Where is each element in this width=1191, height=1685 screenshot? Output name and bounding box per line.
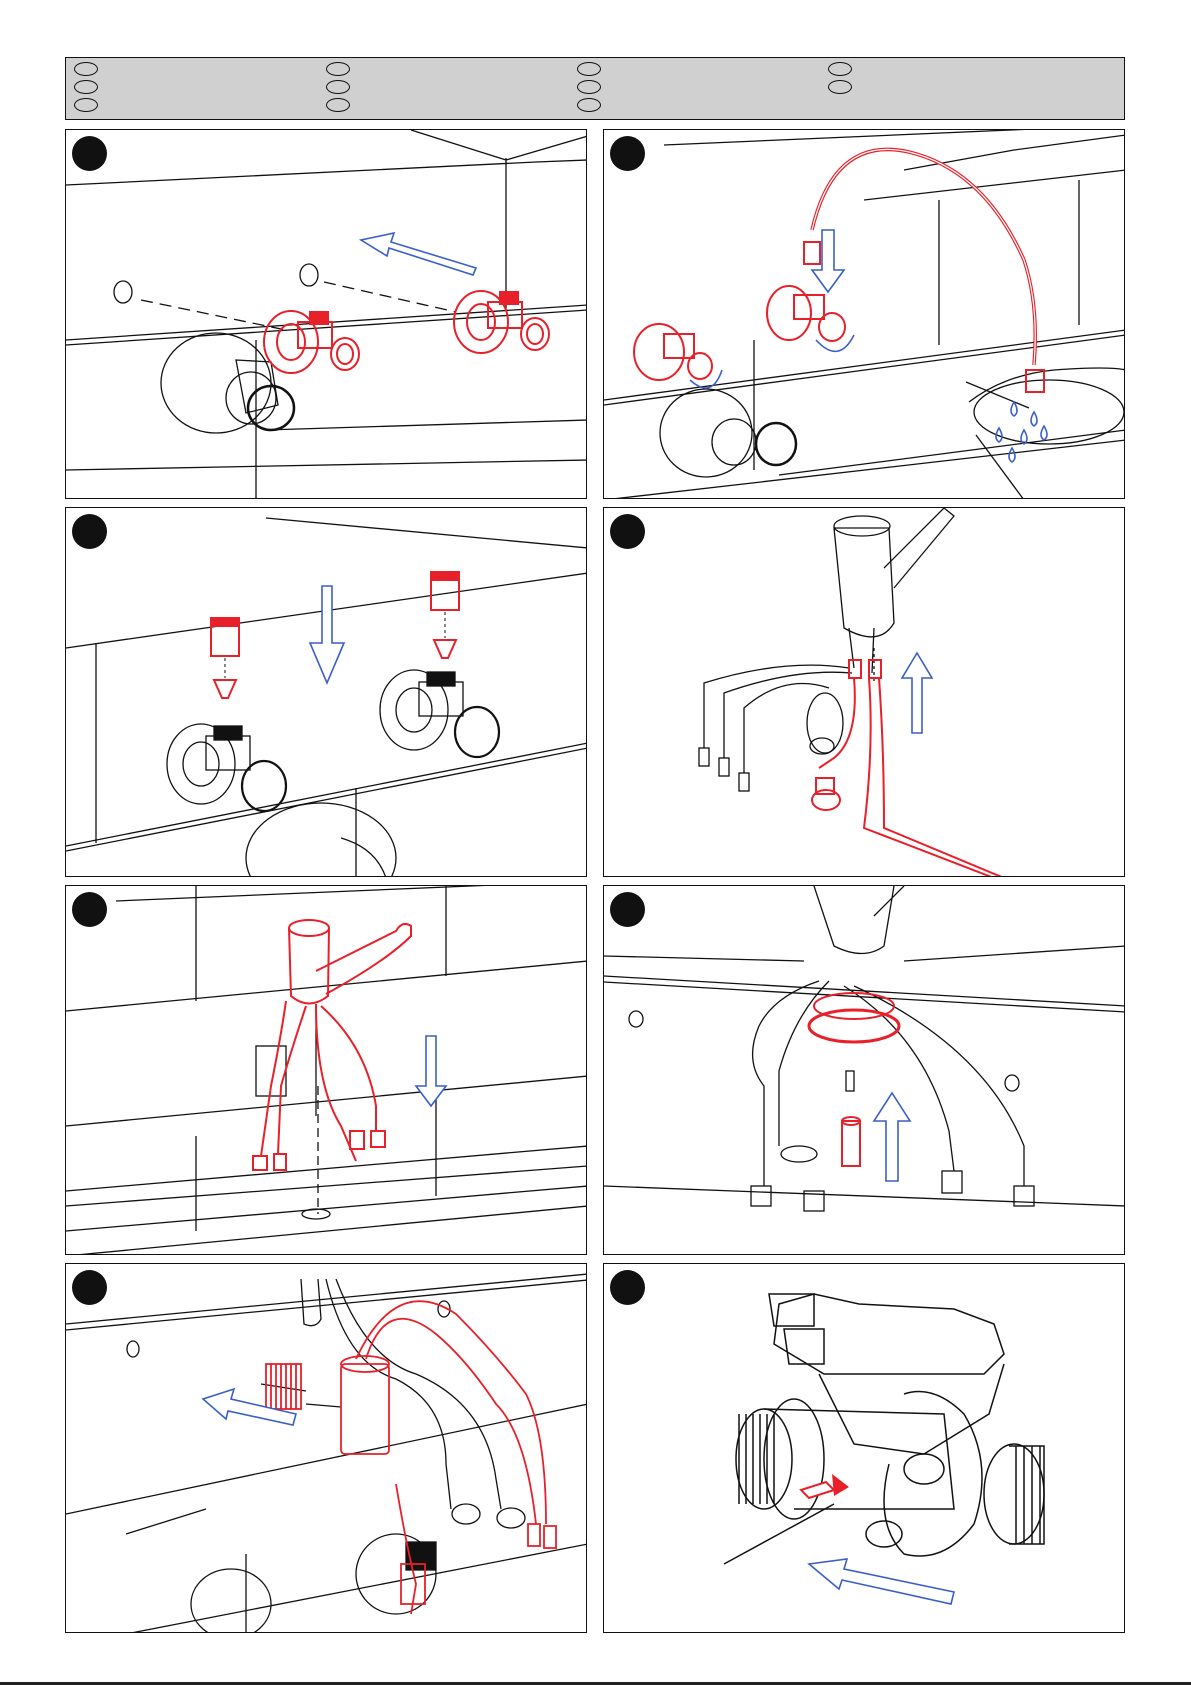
language-oval bbox=[828, 62, 852, 76]
arrow-down-icon bbox=[310, 586, 344, 683]
step-panel-3 bbox=[65, 507, 587, 877]
arrow-up-icon bbox=[874, 1093, 910, 1181]
language-oval bbox=[577, 98, 601, 112]
step-marker-dot bbox=[72, 1270, 107, 1305]
arrow-down-icon bbox=[812, 230, 844, 292]
step-marker-dot bbox=[610, 136, 645, 171]
language-oval bbox=[74, 80, 98, 94]
language-oval bbox=[828, 80, 852, 94]
language-oval bbox=[74, 62, 98, 76]
language-oval bbox=[74, 98, 98, 112]
step-marker-dot bbox=[610, 514, 645, 549]
arrow-left-icon bbox=[361, 233, 476, 275]
step-panel-1 bbox=[65, 129, 587, 499]
step-marker-dot bbox=[610, 892, 645, 927]
language-oval bbox=[577, 80, 601, 94]
arrow-down-icon bbox=[416, 1036, 446, 1106]
arrow-up-icon bbox=[902, 653, 932, 733]
step-panel-7 bbox=[65, 1263, 587, 1633]
valve-mount-illustration bbox=[66, 130, 587, 499]
language-oval bbox=[326, 98, 350, 112]
step-marker-dot bbox=[72, 892, 107, 927]
step-panel-5 bbox=[65, 885, 587, 1255]
flush-pipes-illustration bbox=[604, 130, 1125, 499]
language-oval bbox=[326, 62, 350, 76]
step-marker-dot bbox=[610, 1270, 645, 1305]
solenoid-mount-illustration bbox=[66, 1264, 587, 1633]
arrow-left-icon bbox=[809, 1559, 954, 1604]
language-legend-bar bbox=[65, 57, 1125, 120]
step-panel-4 bbox=[603, 507, 1125, 877]
mixer-hose-illustration bbox=[604, 508, 1125, 877]
mixer-insert-illustration bbox=[66, 886, 587, 1255]
step-panel-6 bbox=[603, 885, 1125, 1255]
step-marker-dot bbox=[72, 514, 107, 549]
language-oval bbox=[577, 62, 601, 76]
step-panel-2 bbox=[603, 129, 1125, 499]
washer-stud-illustration bbox=[604, 886, 1125, 1255]
filter-fitting-illustration bbox=[66, 508, 587, 877]
solenoid-valve-illustration bbox=[604, 1264, 1125, 1633]
step-panel-8 bbox=[603, 1263, 1125, 1633]
step-marker-dot bbox=[72, 136, 107, 171]
language-oval bbox=[326, 80, 350, 94]
arrow-left-icon bbox=[203, 1389, 296, 1425]
